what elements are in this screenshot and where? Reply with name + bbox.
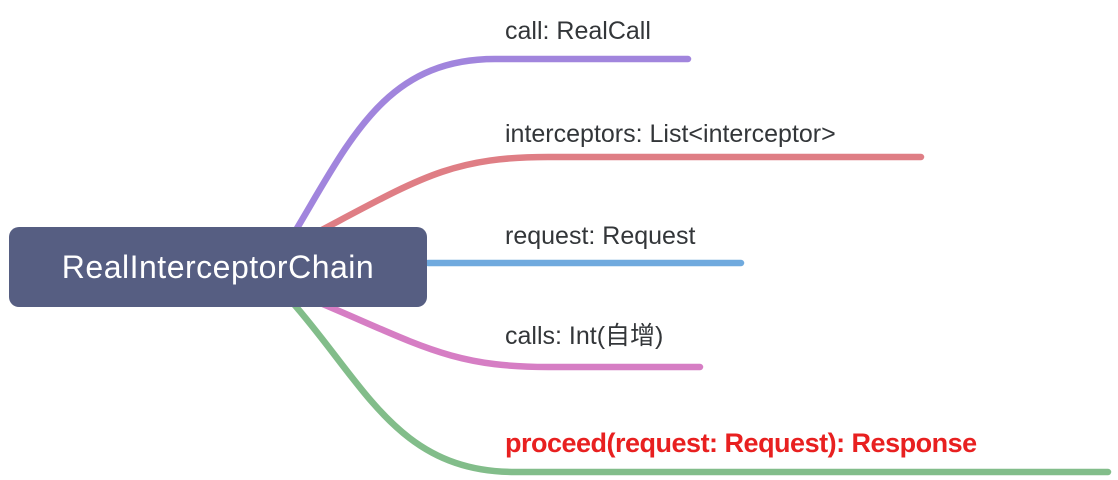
branch-line-proceed bbox=[288, 298, 1112, 476]
branch-line-calls bbox=[314, 298, 704, 371]
branch-line-call bbox=[289, 55, 692, 239]
branch-label-calls[interactable]: calls: Int(自增) bbox=[505, 322, 664, 350]
branch-label-proceed[interactable]: proceed(request: Request): Response bbox=[505, 428, 977, 458]
root-node[interactable]: RealInterceptorChain bbox=[9, 227, 427, 307]
branch-line-interceptors bbox=[314, 153, 925, 236]
root-node-label: RealInterceptorChain bbox=[61, 248, 375, 285]
branch-label-call[interactable]: call: RealCall bbox=[505, 17, 651, 45]
branch-label-interceptors[interactable]: interceptors: List<interceptor> bbox=[505, 120, 836, 148]
branch-label-request[interactable]: request: Request bbox=[505, 222, 696, 250]
